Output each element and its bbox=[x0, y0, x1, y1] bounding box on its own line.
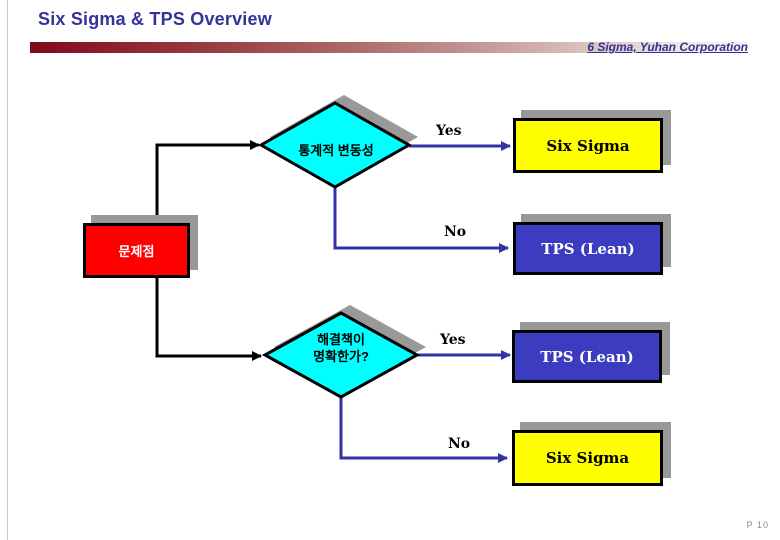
edge-label-no-bottom: No bbox=[448, 436, 471, 452]
page-title: Six Sigma & TPS Overview bbox=[38, 9, 272, 29]
decision-top-label: 통계적 변동성 bbox=[298, 143, 374, 158]
node-tps-lean-bottom: TPS (Lean) bbox=[512, 330, 662, 383]
slide-left-border bbox=[7, 0, 8, 540]
node-six-sigma-top: Six Sigma bbox=[513, 118, 663, 173]
node-six-sigma-bottom: Six Sigma bbox=[512, 430, 663, 486]
node-problem: 문제점 bbox=[83, 223, 190, 278]
edge-label-yes-bottom: Yes bbox=[440, 332, 466, 348]
decision-bottom-label: 해결책이 명확한가? bbox=[313, 332, 369, 364]
title-divider-bar bbox=[30, 42, 748, 53]
connector-problem-to-decision-top bbox=[155, 140, 260, 224]
connector-no-to-six-sigma-bottom bbox=[339, 397, 508, 463]
decision-top-diamond bbox=[257, 101, 413, 189]
node-tps-lean-top: TPS (Lean) bbox=[513, 222, 663, 275]
page-number: P 10 bbox=[746, 520, 769, 530]
decision-bottom-diamond bbox=[261, 311, 421, 399]
connector-no-to-tps-top bbox=[333, 188, 509, 253]
edge-label-no-top: No bbox=[444, 224, 467, 240]
edge-label-yes-top: Yes bbox=[436, 123, 462, 139]
corporation-subtitle: 6 Sigma, Yuhan Corporation bbox=[587, 40, 748, 54]
connector-problem-to-decision-bottom bbox=[155, 277, 262, 361]
